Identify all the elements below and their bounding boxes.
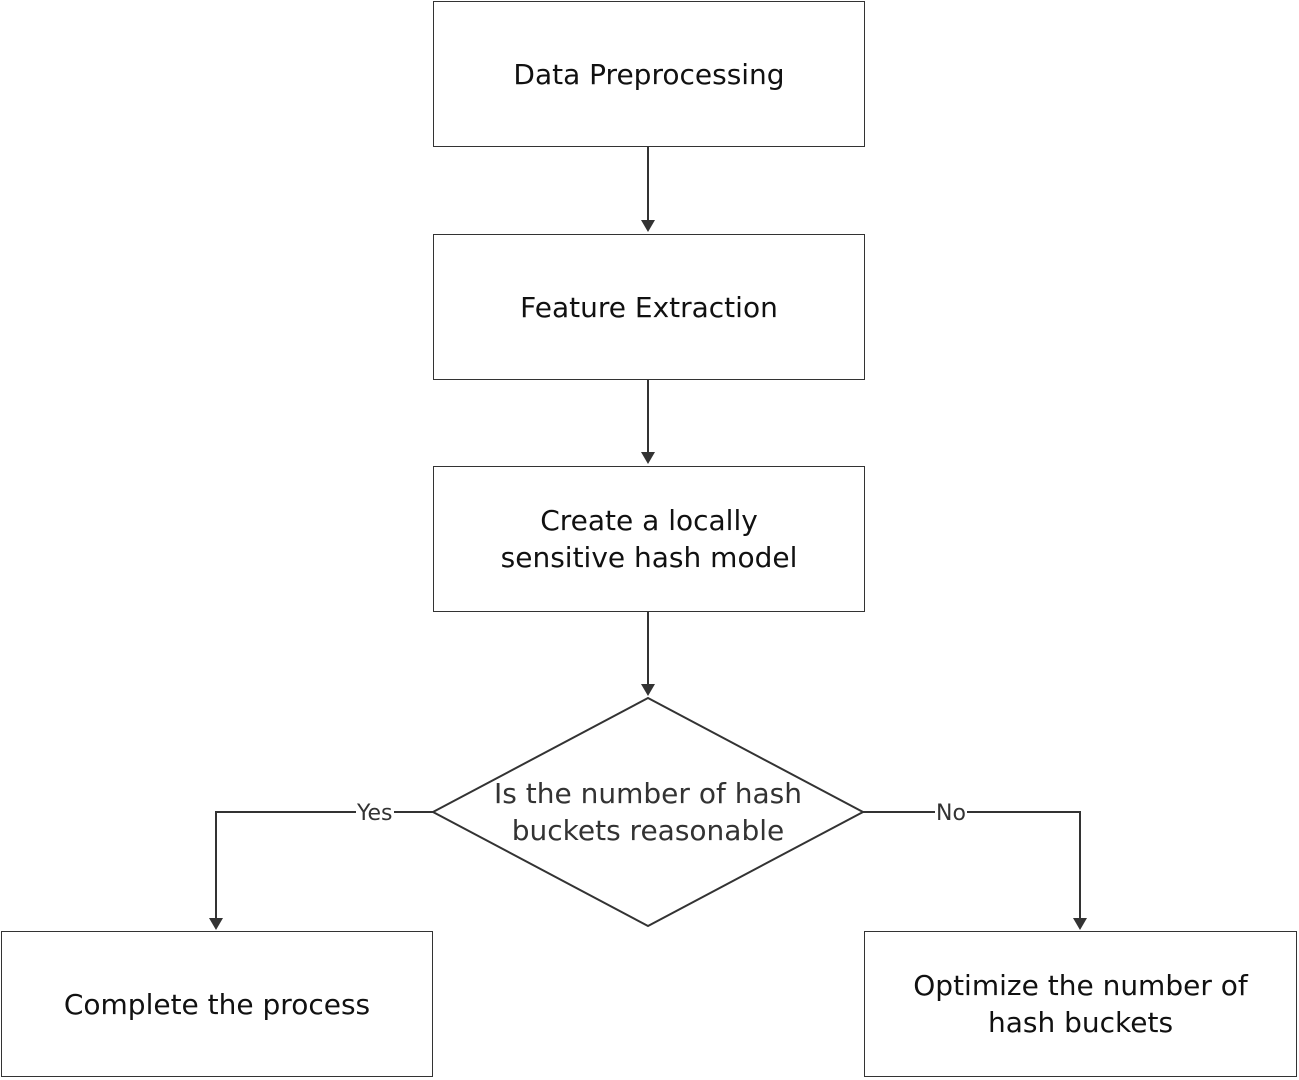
arrow-no-branch xyxy=(863,811,1087,930)
node-feature-extraction: Feature Extraction xyxy=(433,234,865,380)
decision-diamond xyxy=(430,696,866,928)
node-optimize-buckets: Optimize the number of hash buckets xyxy=(864,931,1297,1077)
yes-label: Yes xyxy=(356,801,394,827)
arrow-yes-branch xyxy=(209,811,433,930)
decision-label: Is the number of hash buckets reasonable xyxy=(494,777,802,847)
node-data-preprocessing: Data Preprocessing xyxy=(433,1,865,147)
node-create-hash-model: Create a locally sensitive hash model xyxy=(433,466,865,612)
no-label: No xyxy=(935,801,967,827)
node-complete-process: Complete the process xyxy=(1,931,433,1077)
